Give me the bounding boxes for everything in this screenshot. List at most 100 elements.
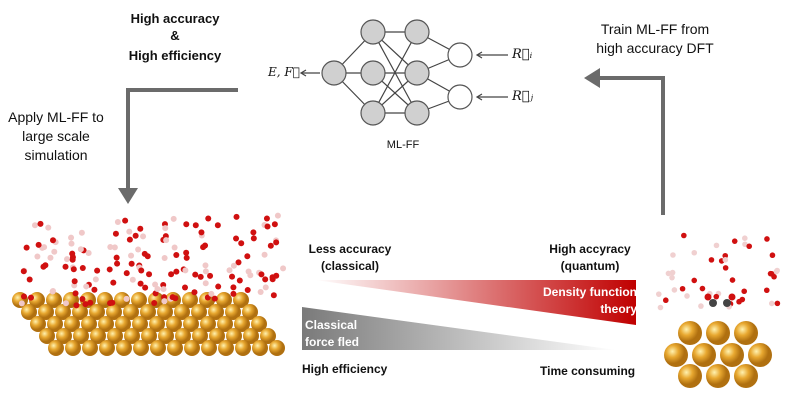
nn-node	[404, 60, 430, 86]
atom	[169, 294, 176, 301]
high-efficiency-label: High efficiency	[302, 362, 388, 376]
atom	[192, 271, 199, 278]
atom	[48, 340, 64, 356]
atom	[124, 328, 140, 344]
atom	[739, 296, 746, 303]
atom	[94, 267, 101, 274]
atom	[71, 278, 78, 285]
atom	[20, 293, 27, 300]
atom	[64, 256, 71, 263]
atom	[111, 244, 118, 251]
atom	[91, 286, 98, 293]
text-line: High efficiency	[128, 48, 222, 63]
atom	[92, 276, 99, 283]
atom	[106, 266, 113, 273]
atom	[126, 228, 133, 235]
atom	[198, 229, 205, 236]
text-line: (classical)	[320, 259, 380, 273]
atom	[713, 293, 720, 300]
atom	[123, 304, 139, 320]
atom	[681, 232, 687, 239]
atom	[81, 316, 97, 332]
text-line: high accuracy DFT	[596, 40, 714, 56]
atom	[202, 268, 209, 275]
atom	[218, 340, 234, 356]
text-line: Less accuracy	[308, 242, 392, 256]
atom	[79, 295, 86, 302]
atom	[133, 340, 149, 356]
atom	[45, 224, 52, 231]
atom	[107, 243, 114, 250]
atom	[214, 222, 221, 229]
atom	[42, 262, 49, 269]
atom	[174, 304, 190, 320]
text-line: simulation	[24, 147, 88, 163]
top-left-title: High accuracy & High efficiency	[110, 10, 240, 64]
atom	[30, 316, 46, 332]
atom	[723, 299, 731, 307]
atom	[741, 288, 748, 295]
atom	[236, 277, 243, 284]
atom	[69, 250, 76, 257]
atom	[173, 268, 180, 275]
atom	[678, 321, 702, 345]
atom	[173, 251, 180, 258]
atom	[669, 274, 675, 281]
atom	[698, 303, 704, 309]
molecules-right	[655, 232, 781, 311]
atom	[68, 240, 75, 247]
atom	[163, 237, 170, 244]
atom	[62, 300, 69, 307]
atom	[691, 277, 698, 284]
atom	[114, 260, 121, 267]
atom	[215, 283, 222, 290]
atom	[225, 304, 241, 320]
atom	[184, 340, 200, 356]
atom	[235, 259, 242, 266]
train-arrow	[598, 76, 665, 215]
high-accuracy-label: High accyracy (quantum)	[540, 241, 640, 275]
atom	[183, 249, 190, 256]
atom	[262, 284, 269, 291]
atom	[208, 304, 224, 320]
train-arrowhead	[584, 68, 600, 88]
atom	[258, 271, 265, 278]
nn-node	[360, 100, 386, 126]
atom	[27, 294, 34, 301]
atom	[729, 277, 736, 283]
atom	[152, 281, 159, 288]
atom	[31, 222, 38, 229]
atom	[234, 316, 250, 332]
atom	[261, 251, 268, 258]
atom	[211, 295, 218, 302]
atom	[657, 304, 664, 311]
atom	[192, 222, 199, 229]
nn-node	[404, 19, 430, 45]
atom	[123, 295, 130, 302]
atom	[235, 340, 251, 356]
atom	[158, 328, 174, 344]
atom	[722, 257, 729, 263]
atom	[112, 230, 119, 237]
atom	[64, 316, 80, 332]
time-consuming-label: Time consuming	[540, 364, 636, 378]
atom	[742, 235, 748, 242]
atom	[182, 284, 189, 291]
text-line: Classical	[305, 318, 358, 332]
atom	[161, 254, 168, 261]
atom	[183, 254, 190, 261]
atom	[242, 304, 258, 320]
atom	[116, 340, 132, 356]
atom	[699, 285, 706, 292]
atom	[70, 266, 77, 273]
atom	[140, 304, 156, 320]
atom	[280, 265, 287, 272]
atom	[122, 217, 129, 224]
atom	[38, 304, 54, 320]
atom	[115, 316, 131, 332]
nn-input-label-j: R⃗ⱼ	[512, 89, 534, 104]
atom	[734, 364, 758, 388]
atom	[37, 220, 44, 227]
atom	[128, 260, 135, 267]
